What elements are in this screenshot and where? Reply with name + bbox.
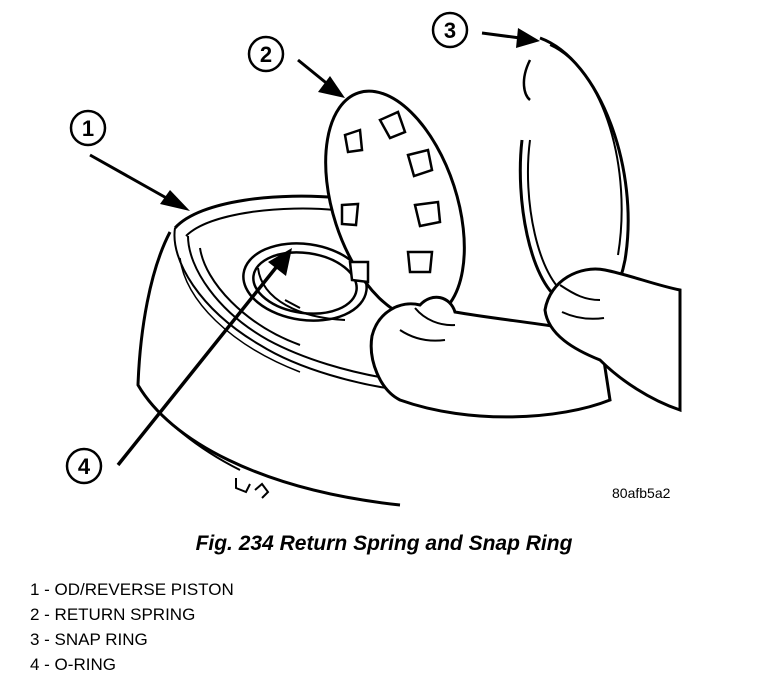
callout-1: 1: [69, 109, 190, 211]
return-spring: [324, 89, 466, 321]
right-hand: [543, 267, 682, 413]
callout-4: 4: [65, 248, 292, 485]
figure-caption: Fig. 234 Return Spring and Snap Ring: [195, 532, 573, 555]
exploded-view-illustration: 1 2 3 4 80afb5a2: [65, 11, 682, 507]
legend-item: 1 - OD/REVERSE PISTON: [30, 580, 234, 599]
callout-legend: 1 - OD/REVERSE PISTON 2 - RETURN SPRING …: [30, 577, 234, 677]
callout-2-number: 2: [260, 42, 272, 67]
o-ring: [242, 242, 368, 322]
callout-2: 2: [247, 35, 345, 98]
legend-item: 3 - SNAP RING: [30, 630, 148, 649]
piston-housing: [136, 194, 401, 507]
callout-3: 3: [431, 11, 540, 49]
legend-item: 2 - RETURN SPRING: [30, 605, 196, 624]
callout-1-number: 1: [82, 116, 94, 141]
image-code: 80afb5a2: [612, 485, 671, 501]
legend-item: 4 - O-RING: [30, 655, 116, 674]
callout-4-number: 4: [78, 454, 91, 479]
callout-3-number: 3: [444, 18, 456, 43]
